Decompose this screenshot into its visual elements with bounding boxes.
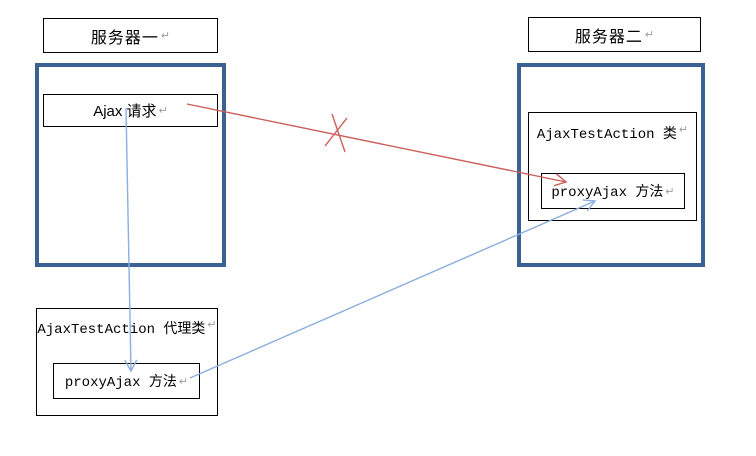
proxy-proxyajax-method-label: proxyAjax 方法 [64, 375, 177, 391]
paragraph-mark-icon: ↵ [178, 375, 189, 388]
paragraph-mark-icon: ↵ [160, 30, 171, 42]
server1-title-box: 服务器一 ↵ [43, 18, 218, 53]
ajaxtestaction-proxy-class-box: AjaxTestAction 代理类 ↵ [36, 308, 218, 416]
paragraph-mark-icon: ↵ [665, 185, 675, 198]
server2-proxyajax-method-label: proxyAjax 方法 [551, 185, 664, 201]
ajax-request-box: Ajax 请求 ↵ [43, 94, 218, 127]
server2-title-label: 服务器二 [574, 28, 643, 46]
x-mark-stroke-1 [331, 113, 346, 153]
proxy-proxyajax-method-box: proxyAjax 方法 ↵ [53, 363, 200, 399]
paragraph-mark-icon: ↵ [158, 105, 168, 117]
x-mark-stroke-2 [324, 117, 348, 147]
server2-title-box: 服务器二 ↵ [528, 17, 701, 52]
server1-title-label: 服务器一 [90, 29, 159, 47]
ajaxtestaction-class-label: AjaxTestAction 类 [536, 127, 677, 143]
ajax-request-label: Ajax 请求 [93, 103, 157, 120]
paragraph-mark-icon: ↵ [644, 29, 655, 41]
paragraph-mark-icon: ↵ [678, 124, 689, 136]
ajaxtestaction-proxy-class-label: AjaxTestAction 代理类 [37, 322, 206, 338]
server2-proxyajax-method-box: proxyAjax 方法 ↵ [541, 173, 685, 209]
paragraph-mark-icon: ↵ [207, 319, 217, 331]
blocked-request-line [186, 103, 568, 187]
